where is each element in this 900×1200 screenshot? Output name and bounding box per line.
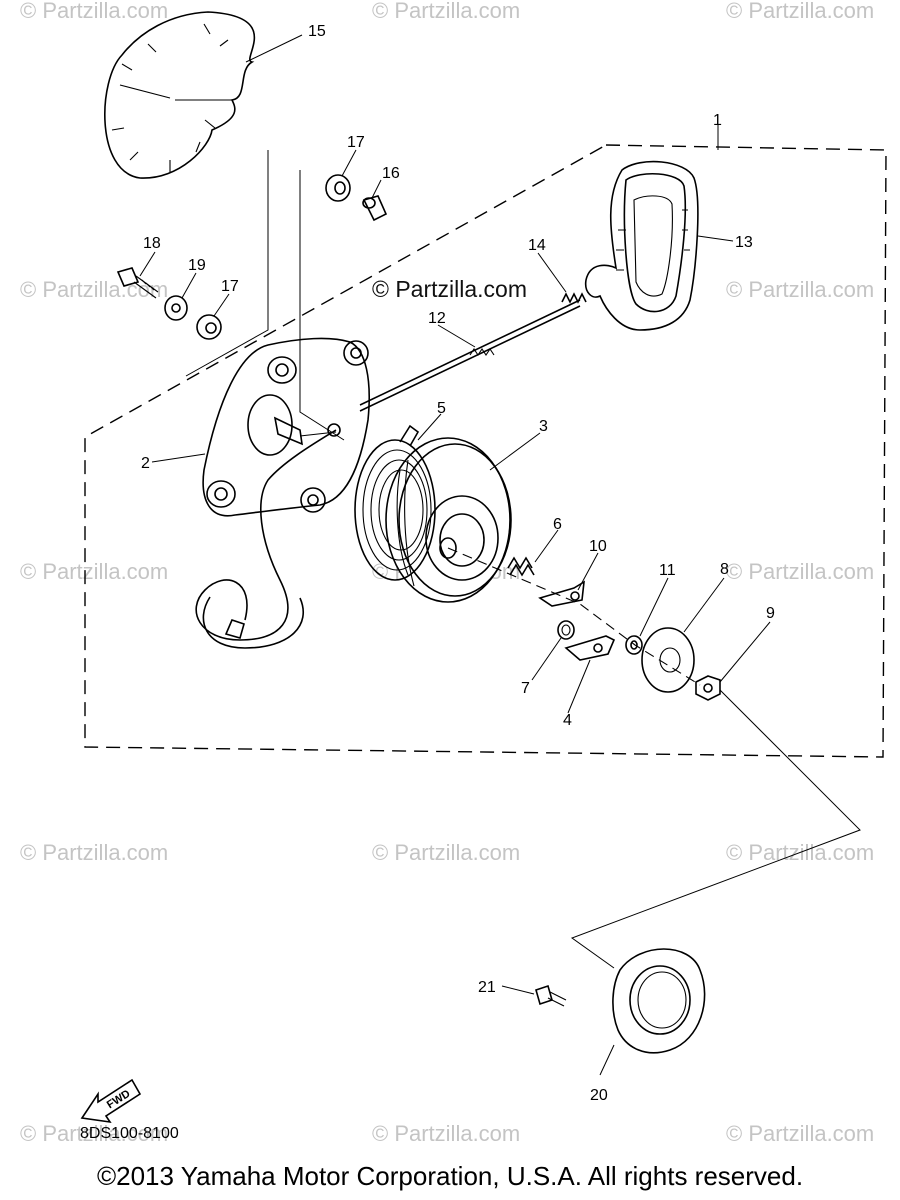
callout-11: 11 <box>659 562 676 579</box>
callout-8: 8 <box>720 561 729 578</box>
starter-case-part-2 <box>202 337 370 517</box>
callout-10: 10 <box>589 538 607 555</box>
watermark: © Partzilla.com <box>372 1121 520 1146</box>
decal-disc-part-15 <box>104 11 256 179</box>
assembly-line-9-to-20 <box>570 689 861 969</box>
watermark: © Partzilla.com <box>20 0 168 23</box>
watermark: © Partzilla.com <box>20 840 168 865</box>
starter-handle-part-13 <box>584 160 699 331</box>
copyright-notice: ©2013 Yamaha Motor Corporation, U.S.A. A… <box>96 1161 804 1191</box>
callout-5: 5 <box>437 400 446 417</box>
forward-arrow-icon: FWD <box>80 1078 142 1124</box>
watermark: © Partzilla.com <box>726 277 874 302</box>
callout-18: 18 <box>143 235 161 252</box>
callout-17a: 17 <box>347 134 365 151</box>
callout-21: 21 <box>478 979 496 996</box>
assembly-axis <box>447 547 701 686</box>
watermark: © Partzilla.com <box>20 1121 168 1146</box>
watermark: © Partzilla.com <box>20 559 168 584</box>
center-watermark: © Partzilla.com <box>372 276 527 302</box>
callout-4: 4 <box>563 712 572 729</box>
watermark: © Partzilla.com <box>372 0 520 23</box>
callout-7: 7 <box>521 680 530 697</box>
watermark: © Partzilla.com <box>726 0 874 23</box>
callout-3: 3 <box>539 418 548 435</box>
callout-14: 14 <box>528 237 546 254</box>
callout-6: 6 <box>553 516 562 533</box>
watermark: © Partzilla.com <box>372 840 520 865</box>
watermark: © Partzilla.com <box>20 277 168 302</box>
callout-17b: 17 <box>221 278 239 295</box>
callout-labels: 1 2 3 4 5 6 7 8 9 10 11 12 13 14 15 16 1… <box>141 23 775 1104</box>
callout-13: 13 <box>735 234 753 251</box>
small-hardware <box>116 174 721 1054</box>
spiral-spring-part-5 <box>354 424 436 581</box>
callout-leaders <box>139 34 771 1076</box>
callout-16: 16 <box>382 165 400 182</box>
callout-19: 19 <box>188 257 206 274</box>
watermark: © Partzilla.com <box>726 559 874 584</box>
starter-rope-part-12 <box>195 299 581 649</box>
watermark-grid: © Partzilla.com © Partzilla.com © Partzi… <box>20 0 874 1146</box>
watermark: © Partzilla.com <box>726 1121 874 1146</box>
assembly-boundary <box>84 144 887 758</box>
rope-guide-spring-part-14 <box>561 292 587 304</box>
callout-20: 20 <box>590 1087 608 1104</box>
callout-12: 12 <box>428 310 446 327</box>
diagram-code: 8DS100-8100 <box>80 1125 179 1142</box>
callout-2: 2 <box>141 455 150 472</box>
callout-15: 15 <box>308 23 326 40</box>
callout-1: 1 <box>713 112 722 129</box>
callout-9: 9 <box>766 605 775 622</box>
